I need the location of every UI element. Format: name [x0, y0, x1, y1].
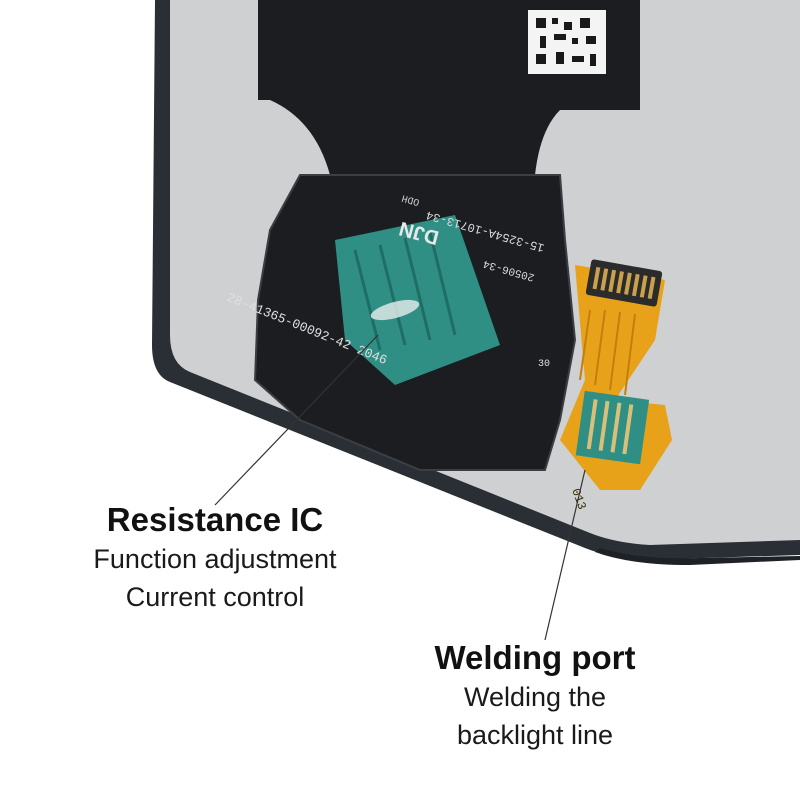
flex-traces [579, 309, 636, 396]
panel-corner-edge [595, 548, 800, 565]
board-outline [253, 174, 577, 471]
ic-glare [370, 299, 420, 321]
resistance-ic-callout: Resistance IC Function adjustment Curren… [40, 500, 390, 616]
welding-port-pad [575, 390, 650, 465]
resistance-ic-leader-line [214, 334, 379, 506]
board-code-small: ODH [401, 191, 421, 207]
resistance-ic-line2: Current control [125, 582, 305, 612]
welding-port-leader-line [544, 469, 586, 641]
welding-port-title: Welding port [434, 639, 636, 676]
resistance-ic-chip [335, 215, 500, 385]
resistance-ic-line1: Function adjustment [93, 544, 337, 574]
welding-pad-stripes [586, 399, 634, 455]
welding-port-callout: Welding port Welding the backlight line [400, 638, 670, 754]
welding-port-line2: backlight line [456, 720, 614, 750]
connector-pins [592, 266, 656, 300]
ic-chip-pattern [353, 231, 457, 351]
qr-code-pattern [536, 18, 596, 66]
welding-port-line1: Welding the [463, 682, 607, 712]
resistance-ic-title: Resistance IC [106, 501, 324, 538]
connector-label: 30 [538, 359, 550, 370]
